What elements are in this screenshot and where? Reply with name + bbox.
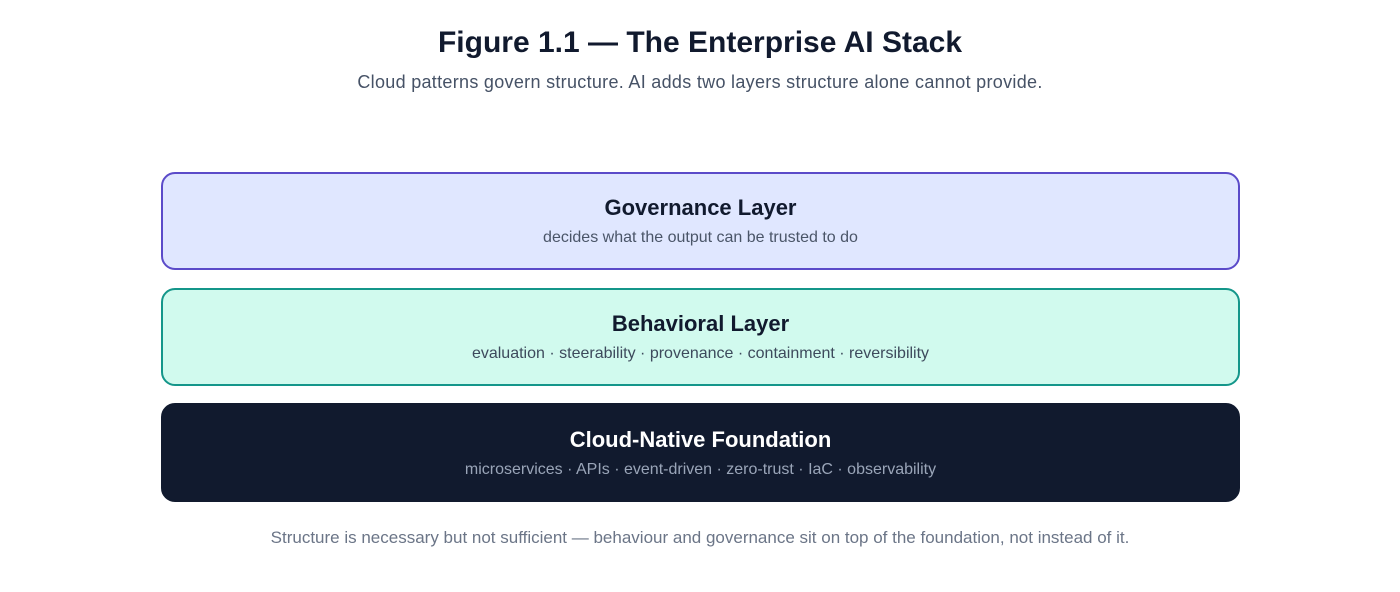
layer-name: Behavioral Layer xyxy=(611,311,790,336)
layer-description: microservices · APIs · event-driven · ze… xyxy=(464,461,937,478)
layer-description: evaluation · steerability · provenance ·… xyxy=(471,345,930,362)
figure-title: Figure 1.1 — The Enterprise AI Stack xyxy=(437,26,963,59)
figure-subtitle: Cloud patterns govern structure. AI adds… xyxy=(357,72,1043,92)
layer-name: Cloud-Native Foundation xyxy=(569,427,832,452)
layer-name: Governance Layer xyxy=(604,195,797,220)
behavioral-layer-box: Behavioral Layer evaluation · steerabili… xyxy=(161,288,1240,386)
cloud-native-foundation-box: Cloud-Native Foundation microservices · … xyxy=(161,403,1240,502)
governance-layer-box: Governance Layer decides what the output… xyxy=(161,172,1240,270)
layer-description: decides what the output can be trusted t… xyxy=(543,229,858,246)
figure-caption: Structure is necessary but not sufficien… xyxy=(270,528,1130,547)
